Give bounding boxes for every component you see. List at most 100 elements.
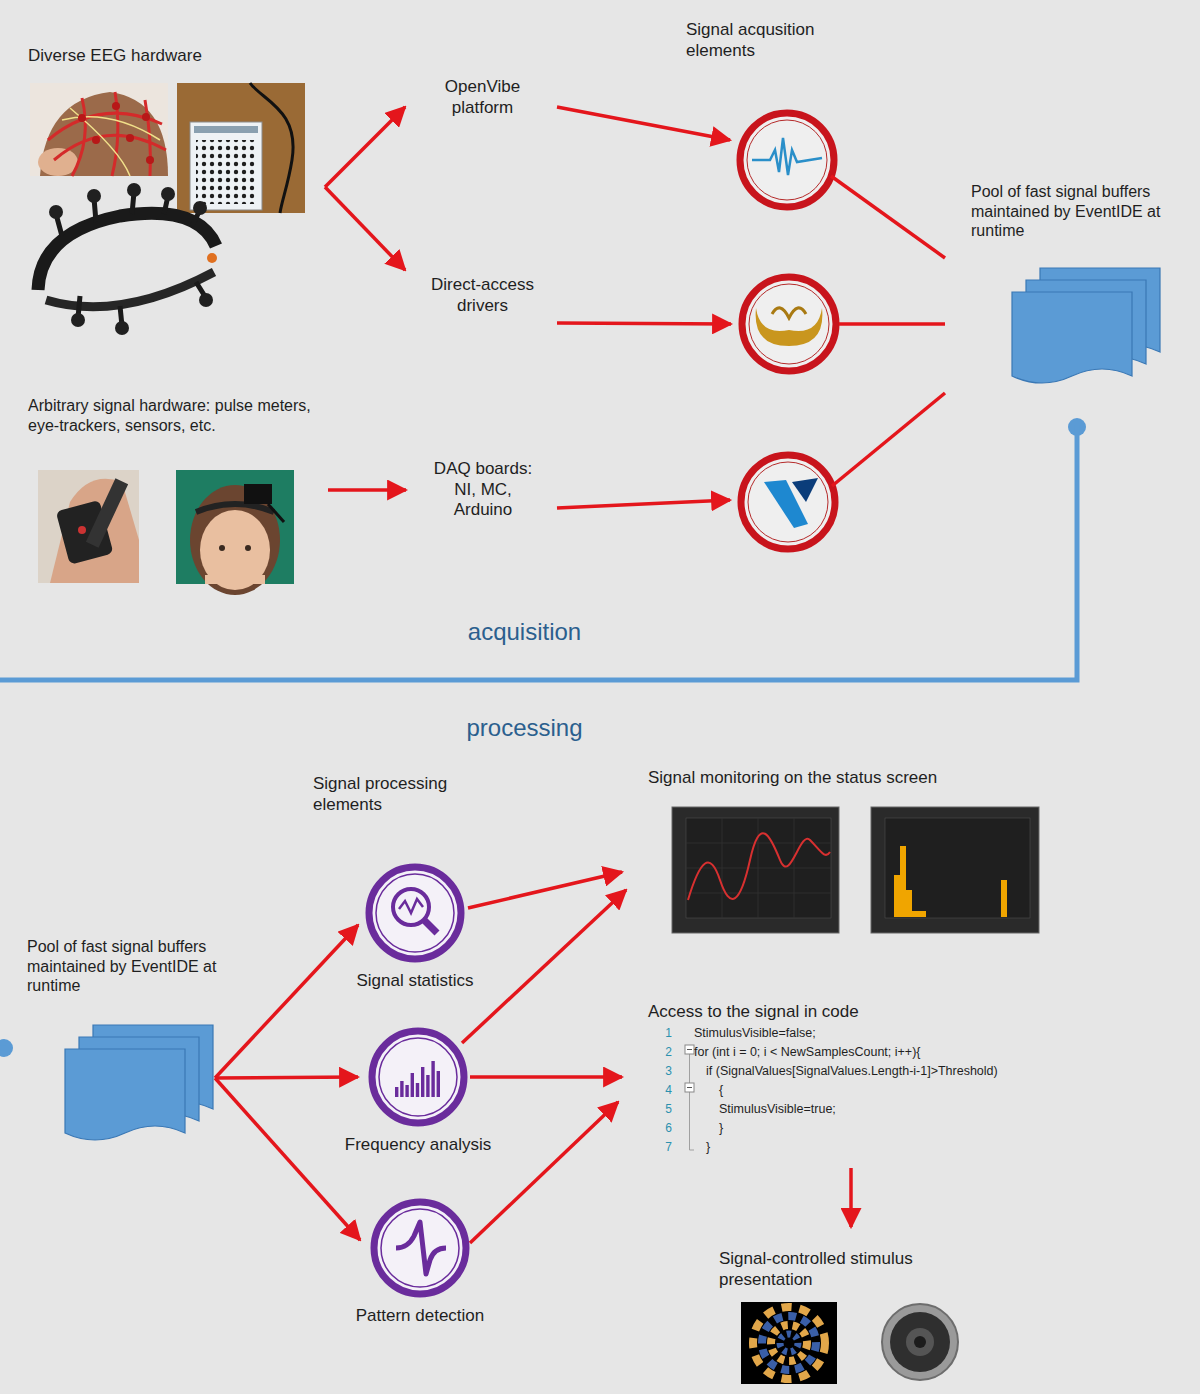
acquisition-element-icon — [792, 478, 818, 502]
signal-arrow — [215, 925, 358, 1078]
code-gutter — [687, 1087, 692, 1088]
eeg-headset-photo — [115, 321, 129, 335]
speaker-icon — [890, 1312, 950, 1372]
box-label: Diverse EEG hardware — [28, 46, 307, 67]
element-column: Signal processing elementsSignal statist… — [295, 762, 535, 1390]
box-label: Pool of fast signal buffers maintained b… — [971, 182, 1183, 241]
signal-arrow — [470, 1075, 622, 1079]
eye-tracker-photo — [268, 504, 284, 522]
buffer-pool: Pool of fast signal buffers maintained b… — [943, 160, 1200, 425]
code-gutter — [685, 1045, 694, 1150]
signal-arrow — [462, 890, 626, 1043]
acquisition-element-icon — [741, 455, 835, 549]
daq-box: DAQ boards: NI, MC, Arduino — [409, 432, 557, 548]
connector-dot — [0, 418, 1086, 1057]
element-circle — [393, 889, 429, 925]
spectrum-plot — [894, 875, 900, 917]
box-label: Pattern detection — [320, 1306, 520, 1327]
pulse-meter-photo — [50, 479, 139, 583]
line-number: 5 — [656, 1100, 672, 1119]
line-number: 6 — [656, 1119, 672, 1138]
element-circle — [379, 1038, 457, 1116]
output-panel: Signal monitoring on the status screen — [632, 760, 1070, 957]
pulse-meter-photo — [86, 478, 128, 547]
box-label: Pool of fast signal buffers maintained b… — [27, 937, 239, 996]
speaker-icon — [882, 1304, 958, 1380]
box-fill — [652, 1022, 1054, 1158]
spectrum-plot — [912, 911, 926, 917]
spectrum-plot — [885, 818, 1030, 918]
box-fill — [668, 8, 910, 636]
pulse-meter-photo — [38, 470, 139, 583]
eye-tracker-photo — [200, 510, 270, 590]
signal-arrow — [328, 488, 406, 492]
driver-box: Direct-access drivers — [408, 238, 557, 353]
signal-arrow — [215, 1077, 358, 1078]
element-circle — [381, 1209, 459, 1287]
line-number: 2 — [656, 1043, 672, 1062]
amplifier-photo — [190, 122, 262, 210]
eeg-cap-photo — [62, 108, 160, 176]
code-line: } — [652, 1138, 1054, 1157]
eye-tracker-photo — [196, 504, 274, 512]
buffer-pool: Pool of fast signal buffers maintained b… — [0, 915, 263, 1180]
element-circle — [368, 1196, 472, 1300]
acquisition-element-icon — [772, 308, 806, 318]
element-circle — [395, 1087, 398, 1097]
signal-arrow — [470, 1102, 618, 1243]
output-panel: Signal-controlled stimulus presentation — [703, 1237, 1000, 1390]
eye-tracker-photo — [219, 545, 225, 551]
element-circle — [399, 899, 423, 913]
eeg-headset-photo — [127, 183, 141, 197]
signal-arrow — [831, 176, 945, 258]
amplifier-photo — [194, 126, 258, 133]
acquisition-element-icon — [752, 138, 822, 175]
box-fill — [10, 32, 325, 347]
box-fill — [632, 760, 1070, 957]
code-line: } — [652, 1119, 1054, 1138]
eeg-headset-photo — [71, 313, 85, 327]
line-number: 1 — [656, 1024, 672, 1043]
amplifier-photo — [177, 83, 305, 213]
signal-arrow — [325, 187, 405, 270]
element-circle — [437, 1071, 440, 1097]
processing-element: Frequency analysis — [318, 1025, 518, 1156]
signal-arrow — [849, 1168, 853, 1227]
signal-plot — [686, 818, 831, 918]
amplifier-photo — [250, 83, 293, 213]
box-label: Arbitrary signal hardware: pulse meters,… — [28, 396, 323, 435]
acquisition-element-icon — [756, 308, 823, 346]
signal-arrow — [325, 107, 405, 187]
eeg-headset-photo — [46, 272, 214, 307]
spectrum-plot — [871, 807, 1039, 933]
eeg-headset-photo — [199, 293, 213, 307]
code-gutter — [685, 1083, 694, 1092]
checkerboard-stimulus — [741, 1302, 837, 1384]
code-line: StimulusVisible=false; — [652, 1024, 1054, 1043]
eeg-cap-photo — [30, 83, 168, 176]
section-label: processing — [450, 703, 599, 752]
buffer-stack-icon — [1012, 268, 1160, 383]
processing-element: Pattern detection — [320, 1196, 520, 1327]
element-circle — [374, 1202, 466, 1294]
code-gutter — [690, 1054, 695, 1150]
eeg-headset-photo — [161, 187, 175, 201]
acquisition-element-icon — [742, 277, 836, 371]
element-circle — [416, 1083, 419, 1097]
element-circle — [396, 1222, 446, 1274]
box-label: DAQ boards: NI, MC, Arduino — [427, 459, 539, 521]
signal-plot — [688, 833, 830, 900]
buffer-stack-icon — [65, 1025, 213, 1140]
element-circle — [421, 1067, 424, 1097]
checkerboard-stimulus — [753, 1307, 825, 1379]
element-circle — [426, 1075, 429, 1097]
element-circle — [372, 1031, 464, 1123]
box-fill — [10, 384, 328, 597]
signal-arrow — [557, 500, 730, 508]
acquisition-element-icon — [748, 462, 828, 542]
code-line: for (int i = 0; i < NewSamplesCount; i++… — [652, 1043, 1054, 1062]
eeg-headset-photo — [207, 253, 217, 263]
element-circle — [405, 1085, 408, 1097]
speaker-icon — [906, 1328, 934, 1356]
